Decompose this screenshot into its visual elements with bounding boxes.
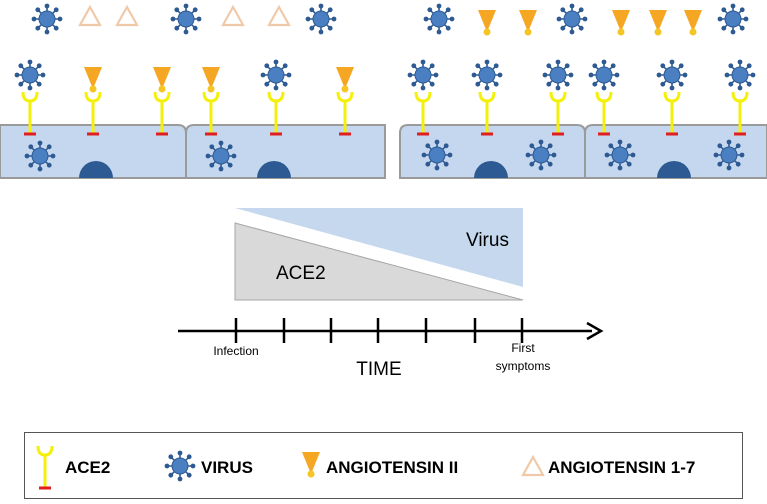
bound-virus-icon [587, 58, 621, 92]
time-axis-ticks [234, 318, 524, 343]
internalized-virus-icon [603, 138, 637, 172]
left-panel [0, 2, 386, 179]
angiotensin-1-7-icon [115, 5, 139, 27]
legend-angiotensin-1-7-label: ANGIOTENSIN 1-7 [548, 458, 695, 477]
time-axis-arrowhead [586, 321, 604, 341]
bound-angiotensin-ii-icon [202, 67, 220, 93]
legend-virus: VIRUS [163, 449, 253, 483]
angiotensin-ii-icon [478, 10, 496, 36]
infection-label: Infection [213, 344, 258, 358]
bound-angiotensin-ii-icon [153, 67, 171, 93]
legend-ace2-label: ACE2 [65, 458, 110, 477]
first-symptoms-label-line1: First [511, 341, 535, 355]
legend-ace2: ACE2 [36, 444, 110, 490]
bound-virus-icon [655, 58, 689, 92]
cell-nucleus [474, 161, 508, 178]
internalized-virus-icon [524, 138, 558, 172]
bound-angiotensin-ii-icon [336, 67, 354, 93]
legend-virus-label: VIRUS [201, 458, 253, 477]
ace2-wedge-label: ACE2 [276, 263, 326, 284]
host-cell [185, 124, 386, 179]
internalized-virus-icon [23, 139, 57, 173]
angiotensin-ii-icon [519, 10, 537, 36]
internalized-virus-icon [712, 138, 746, 172]
virus-icon [169, 2, 203, 36]
virus-wedge-label: Virus [466, 230, 509, 251]
angiotensin-1-7-icon [221, 5, 245, 27]
legend: ACE2 VIRUS ANGIOTENSIN II ANGIOTENSIN 1-… [24, 432, 743, 499]
bound-virus-icon [259, 58, 293, 92]
legend-angiotensin-1-7: ANGIOTENSIN 1-7 [521, 455, 695, 477]
angiotensin-ii-icon [684, 10, 702, 36]
legend-box [24, 432, 743, 499]
angiotensin-1-7-icon [78, 5, 102, 27]
virus-icon [555, 2, 589, 36]
virus-icon [163, 449, 197, 483]
bound-angiotensin-ii-icon [84, 67, 102, 93]
legend-angiotensin-ii-label: ANGIOTENSIN II [326, 458, 458, 477]
bound-virus-icon [470, 58, 504, 92]
bound-virus-icon [723, 58, 757, 92]
virus-icon [304, 2, 338, 36]
virus-increase-wedge [235, 208, 523, 287]
timeline-diagram: Virus ACE2 Infection First symptoms TIME [178, 208, 604, 380]
virus-icon [716, 2, 750, 36]
internalized-virus-icon [204, 139, 238, 173]
time-axis-title: TIME [356, 359, 401, 380]
cell-nucleus [257, 161, 291, 178]
first-symptoms-label-line2: symptoms [496, 359, 551, 373]
cell-nucleus [79, 161, 113, 178]
angiotensin-ii-icon [612, 10, 630, 36]
cell-nucleus [657, 161, 691, 178]
internalized-virus-icon [420, 138, 454, 172]
virus-icon [30, 2, 64, 36]
bound-virus-icon [406, 58, 440, 92]
bound-virus-icon [13, 58, 47, 92]
ace2-decrease-wedge [234, 222, 524, 301]
right-panel [399, 2, 767, 179]
angiotensin-1-7-icon [267, 5, 291, 27]
bound-virus-icon [541, 58, 575, 92]
legend-angiotensin-ii: ANGIOTENSIN II [302, 452, 458, 478]
angiotensin-ii-icon [649, 10, 667, 36]
virus-icon [422, 2, 456, 36]
